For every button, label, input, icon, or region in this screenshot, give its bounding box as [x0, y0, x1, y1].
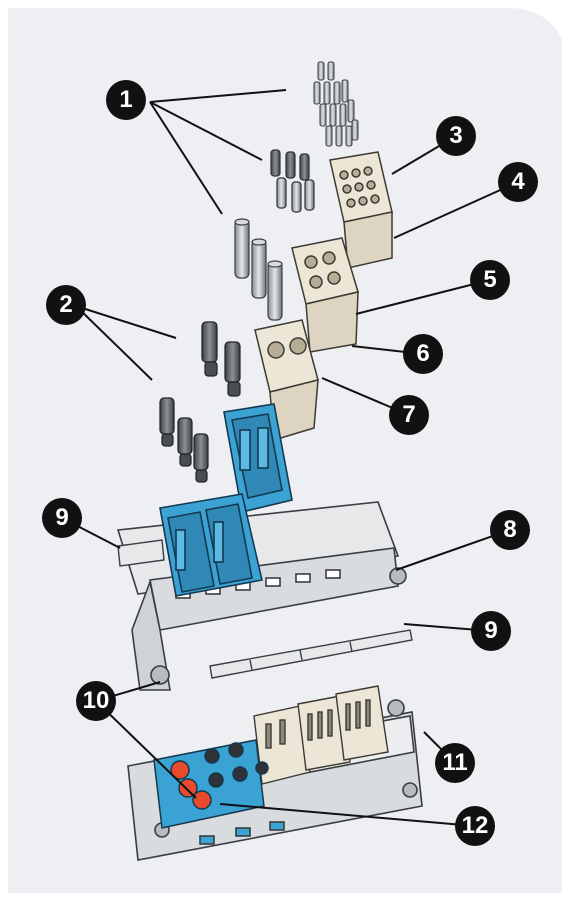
callout-11-circle	[435, 743, 475, 783]
callout-2-circle	[46, 285, 86, 325]
callout-6-circle	[403, 334, 443, 374]
callout-5-circle	[470, 260, 510, 300]
callout-9b-circle	[471, 611, 511, 651]
callout-12-circle	[455, 806, 495, 846]
callout-8-circle	[490, 510, 530, 550]
callout-7-circle	[389, 395, 429, 435]
callout-4-circle	[498, 162, 538, 202]
callout-1-circle	[106, 80, 146, 120]
callout-3-circle	[436, 116, 476, 156]
callout-9a-circle	[42, 498, 82, 538]
callout-10-circle	[76, 681, 116, 721]
